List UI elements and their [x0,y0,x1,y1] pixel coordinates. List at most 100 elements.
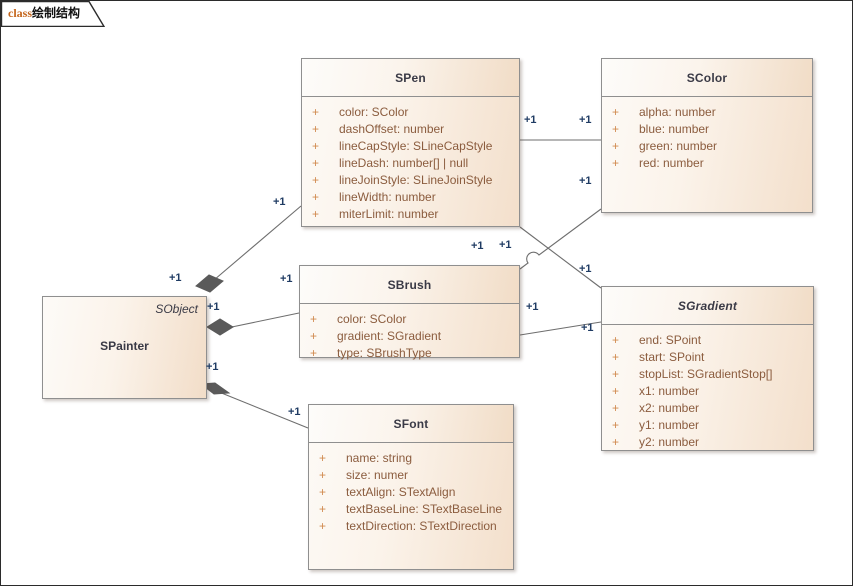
attribute-row: + y1: number [602,417,813,434]
attribute-row: +alpha: number [602,104,812,121]
attribute-text: textAlign: STextAlign [346,485,456,499]
multiplicity-spen-scolor: +1 [524,114,537,126]
relationship-spainter-sbrush[interactable] [206,312,300,336]
class-box-sgradient[interactable]: SGradient +end: SPoint +start: SPoint +s… [601,286,814,451]
multiplicity-spainter-sfont: +1 [206,361,219,373]
attribute-text: x1: number [639,384,700,398]
attribute-text: miterLimit: number [339,207,439,221]
attribute-text: lineDash: number[] | null [339,156,469,170]
relationship-sbrush-scolor[interactable] [519,208,602,270]
attribute-text: blue: number [639,122,710,136]
attribute-row: + color: SColor [300,311,519,328]
attribute-row: + gradient: SGradient [300,328,519,345]
attribute-text: color: SColor [337,312,407,326]
attribute-text: y1: number [639,418,700,432]
class-attributes-sgradient: +end: SPoint +start: SPoint +stopList: S… [602,325,813,451]
multiplicity-scolor-spen: +1 [579,114,592,126]
attribute-text: name: string [346,451,413,465]
attribute-visibility: + [612,122,620,136]
attribute-row: +type: SBrushType [300,345,519,362]
class-attributes-scolor: +alpha: number +blue: number +green: num… [602,97,812,172]
attribute-visibility: + [312,156,320,170]
multiplicity-sbrush-sgradient: +1 [526,301,539,313]
attribute-visibility: + [612,384,620,398]
attribute-text: size: numer [346,468,409,482]
attribute-text: x2: number [639,401,700,415]
attribute-text: end: SPoint [639,333,702,347]
attribute-visibility: + [319,485,327,499]
class-box-spen[interactable]: SPen +color: SColor +dashOffset: number … [301,58,520,227]
multiplicity-sgradient-sbrush: +1 [581,322,594,334]
attribute-visibility: + [319,519,327,533]
relationship-spen-sgradient[interactable] [519,226,602,289]
diagram-tab[interactable]: class绘制结构 [1,1,111,27]
attribute-row: + textDirection: STextDirection [309,518,513,535]
attribute-visibility: + [612,333,620,347]
attribute-text: lineJoinStyle: SLineJoinStyle [339,173,493,187]
attribute-text: gradient: SGradient [337,329,442,343]
attribute-text: alpha: number [639,105,716,119]
attribute-visibility: + [319,502,327,516]
attribute-visibility: + [312,122,320,136]
attribute-row: +miterLimit: number [302,206,519,223]
class-parent-spainter: SObject [155,302,198,316]
attribute-text: textDirection: STextDirection [346,519,497,533]
attribute-visibility: + [310,346,318,360]
class-box-scolor[interactable]: SColor +alpha: number +blue: number +gre… [601,58,813,213]
attribute-row: + end: SPoint [602,332,813,349]
class-title-spen: SPen [395,70,426,85]
attribute-visibility: + [312,190,320,204]
multiplicity-sgradient-spen: +1 [579,263,592,275]
class-header-scolor: SColor [602,59,812,97]
attribute-visibility: + [310,329,318,343]
attribute-row: + x2: number [602,400,813,417]
attribute-text: color: SColor [339,105,409,119]
class-attributes-spen: +color: SColor +dashOffset: number +line… [302,97,519,223]
diagram-tab-shape [1,1,106,27]
attribute-row: + y2: number [602,434,813,451]
attribute-text: lineWidth: number [339,190,436,204]
attribute-visibility: + [612,367,620,381]
attribute-visibility: + [612,435,620,449]
multiplicity-sbrush-scolor: +1 [499,239,512,251]
class-header-sbrush: SBrush [300,266,519,304]
attribute-row: +size: numer [309,467,513,484]
attribute-visibility: + [312,139,320,153]
class-header-sfont: SFont [309,405,513,443]
attribute-visibility: + [612,350,620,364]
class-box-spainter[interactable]: SObject SPainter [42,296,207,399]
multiplicity-spen-sgradient: +1 [471,240,484,252]
class-attributes-sfont: +name: string +size: numer +textAlign: S… [309,443,513,535]
attribute-visibility: + [319,451,327,465]
attribute-row: +start: SPoint [602,349,813,366]
class-title-sfont: SFont [393,416,429,431]
attribute-visibility: + [612,156,620,170]
attribute-text: dashOffset: number [339,122,445,136]
attribute-visibility: + [612,418,620,432]
class-title-sbrush: SBrush [387,277,432,292]
multiplicity-sbrush-spainter: +1 [280,273,293,285]
attribute-text: lineCapStyle: SLineCapStyle [339,139,493,153]
attribute-row: + lineWidth: number [302,189,519,206]
class-attributes-sbrush: + color: SColor + gradient: SGradient +typ… [300,304,519,362]
attribute-visibility: + [310,312,318,326]
class-box-sfont[interactable]: SFont +name: string +size: numer +textAl… [308,404,514,570]
attribute-row: +color: SColor [302,104,519,121]
class-title-sgradient: SGradient [677,298,738,313]
multiplicity-spainter-sbrush: +1 [207,301,220,313]
attribute-row: +green: number [602,138,812,155]
class-title-spainter: SPainter [100,339,149,353]
diagram-tab-name: 绘制结构 [32,6,81,20]
attribute-text: textBaseLine: STextBaseLine [346,502,503,516]
class-header-sgradient: SGradient [602,287,813,325]
class-box-sbrush[interactable]: SBrush + color: SColor + gradient: SGradie… [299,265,520,360]
attribute-row: +lineJoinStyle: SLineJoinStyle [302,172,519,189]
attribute-row: + name: string [309,450,513,467]
attribute-visibility: + [612,139,620,153]
attribute-visibility: + [612,401,620,415]
multiplicity-sfont-spainter: +1 [288,406,301,418]
attribute-row: + textBaseLine: STextBaseLine [309,501,513,518]
attribute-row: + dashOffset: number [302,121,519,138]
attribute-text: y2: number [639,435,700,449]
